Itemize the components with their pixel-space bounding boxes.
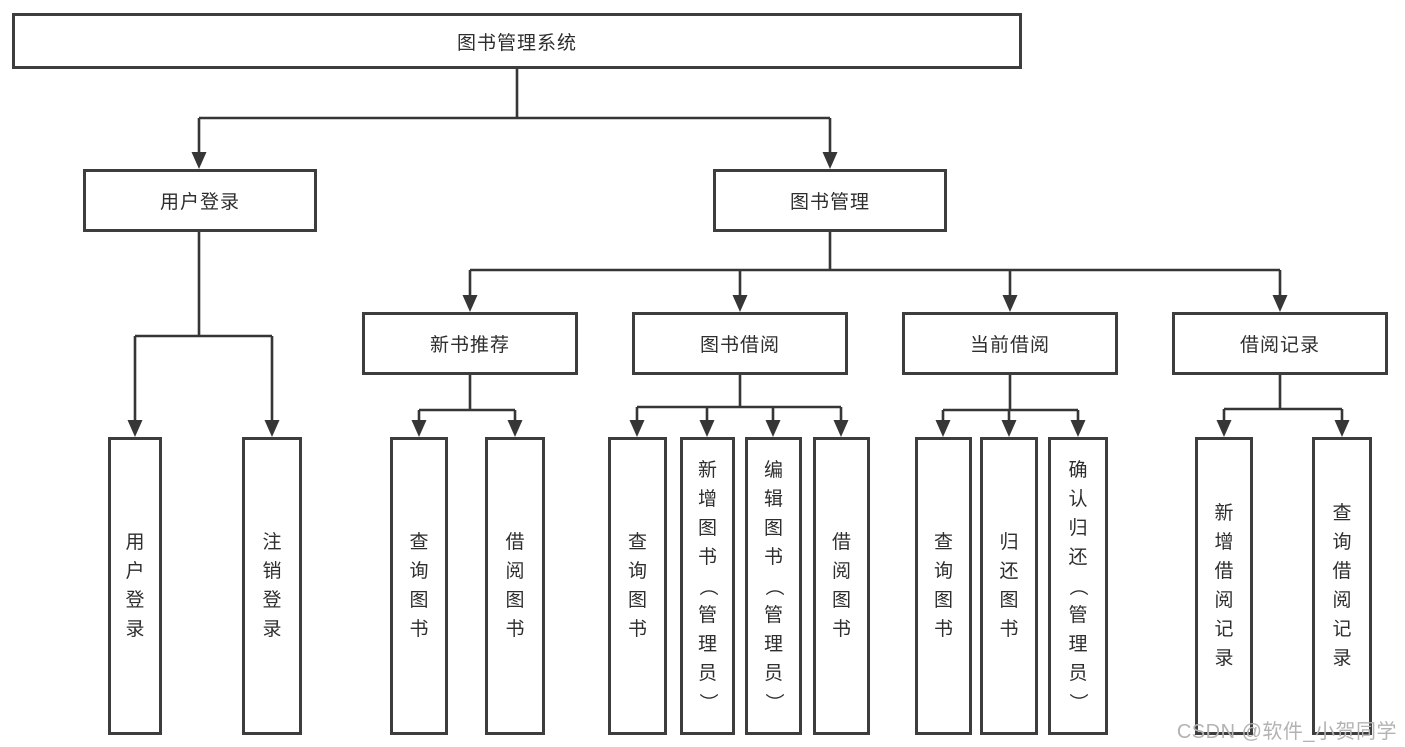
leaf-query-book-2: 查询图书 xyxy=(608,437,667,735)
leaf-add-book-admin: 新增图书（管理员） xyxy=(680,437,735,735)
arrowhead xyxy=(264,420,280,437)
leaf-confirm-return-admin: 确认归还（管理员） xyxy=(1048,437,1108,735)
node-book-borrowing: 图书借阅 xyxy=(632,312,848,375)
node-borrowing-records: 借阅记录 xyxy=(1172,312,1388,375)
leaf-edit-book-admin: 编辑图书（管理员） xyxy=(745,437,802,735)
arrowhead xyxy=(699,420,715,437)
watermark: CSDN @软件_小贺同学 xyxy=(1176,721,1397,743)
leaf-borrow-book-1: 借阅图书 xyxy=(485,437,545,735)
node-current-borrowing: 当前借阅 xyxy=(902,312,1118,375)
leaf-add-borrow-record: 新增借阅记录 xyxy=(1195,437,1253,735)
arrowhead xyxy=(462,295,478,312)
arrowhead xyxy=(1334,420,1350,437)
arrowhead xyxy=(765,420,781,437)
arrowhead xyxy=(411,420,427,437)
node-root: 图书管理系统 xyxy=(12,13,1022,69)
arrowhead xyxy=(822,152,838,169)
node-user-login: 用户登录 xyxy=(83,169,317,232)
node-book-management: 图书管理 xyxy=(713,169,947,232)
arrowhead xyxy=(1002,295,1018,312)
leaf-logout: 注销登录 xyxy=(242,437,302,735)
arrowhead xyxy=(732,295,748,312)
arrowhead xyxy=(833,420,849,437)
arrowhead xyxy=(1216,420,1232,437)
arrowhead xyxy=(127,420,143,437)
arrowhead xyxy=(1070,420,1086,437)
leaf-query-book-1: 查询图书 xyxy=(390,437,448,735)
leaf-query-borrow-record: 查询借阅记录 xyxy=(1312,437,1372,735)
arrowhead xyxy=(507,420,523,437)
leaf-return-book: 归还图书 xyxy=(980,437,1038,735)
leaf-query-book-3: 查询图书 xyxy=(915,437,972,735)
arrowhead xyxy=(629,420,645,437)
arrowhead xyxy=(1272,295,1288,312)
node-new-book-recommend: 新书推荐 xyxy=(362,312,578,375)
arrowhead xyxy=(935,420,951,437)
arrowhead xyxy=(1001,420,1017,437)
leaf-borrow-book-2: 借阅图书 xyxy=(813,437,870,735)
leaf-user-login: 用户登录 xyxy=(108,437,162,735)
arrowhead xyxy=(191,152,207,169)
